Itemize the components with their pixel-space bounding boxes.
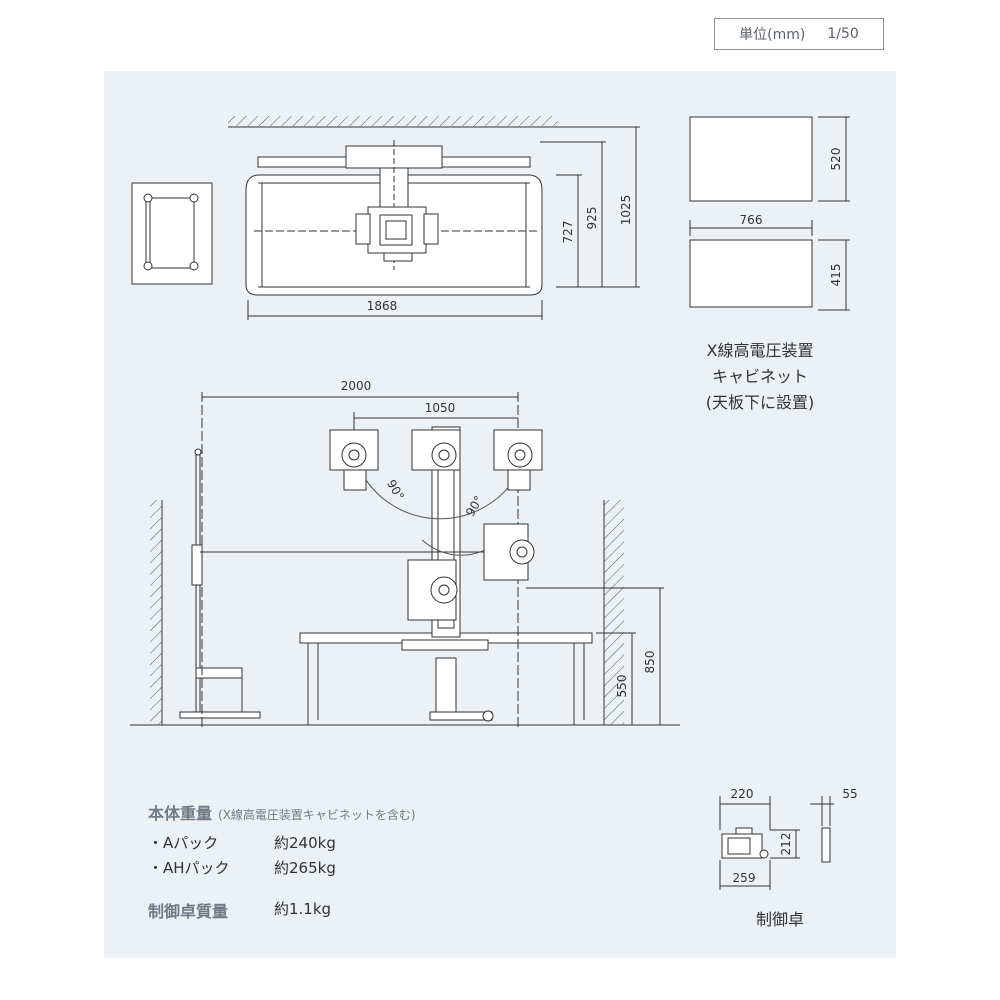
- cabinet-views: [689, 116, 850, 311]
- cabinet-caption-line-1: X線高電圧装置: [706, 341, 814, 360]
- cabinet-caption-line-2: キャビネット: [711, 367, 808, 386]
- unit-label: 単位(mm): [739, 27, 806, 43]
- cabinet-caption-line-3: (天板下に設置): [705, 393, 815, 412]
- dim-220-label: 220: [731, 787, 754, 801]
- console-views: [719, 796, 834, 890]
- angle-left-label: 90°: [384, 477, 407, 502]
- unit-scale-box: 単位(mm) 1/50: [714, 18, 884, 50]
- dim-766-label: 766: [740, 213, 763, 227]
- scale-label: 1/50: [827, 26, 859, 42]
- dim-212-label: 212: [779, 833, 793, 856]
- dim-1050-label: 1050: [425, 401, 456, 415]
- spec-label: ・Aパック: [148, 834, 219, 852]
- dim-1868-label: 1868: [367, 299, 398, 313]
- dim-55-label: 55: [842, 787, 857, 801]
- spec-value: 約240kg: [274, 834, 336, 852]
- dim-850-label: 850: [643, 651, 657, 674]
- dim-259-label: 259: [733, 871, 756, 885]
- dim-415-label: 415: [829, 264, 843, 287]
- spec-value: 約265kg: [274, 859, 336, 877]
- dim-727-label: 727: [561, 221, 575, 244]
- console-caption: 制御卓: [756, 910, 805, 929]
- body-weight-title: 本体重量: [148, 804, 213, 823]
- mount-plate-view: [131, 182, 213, 285]
- cabinet-caption: X線高電圧装置 キャビネット (天板下に設置): [680, 338, 840, 416]
- spec-row-a-pack: ・Aパック: [148, 832, 218, 853]
- dim-520-label: 520: [829, 148, 843, 171]
- body-weight-note: (X線高電圧装置キャビネットを含む): [218, 808, 416, 822]
- spec-label: ・AHパック: [148, 859, 230, 877]
- dim-2000-label: 2000: [341, 379, 372, 393]
- spec-row-ah-pack: ・AHパック: [148, 857, 230, 878]
- front-view: [130, 392, 680, 730]
- dim-925-label: 925: [585, 207, 599, 230]
- console-weight-value: 約1.1kg: [274, 900, 332, 918]
- console-weight-title: 制御卓質量: [148, 902, 229, 921]
- dim-550-label: 550: [615, 675, 629, 698]
- top-view: [228, 116, 640, 320]
- dim-1025-label: 1025: [619, 195, 633, 226]
